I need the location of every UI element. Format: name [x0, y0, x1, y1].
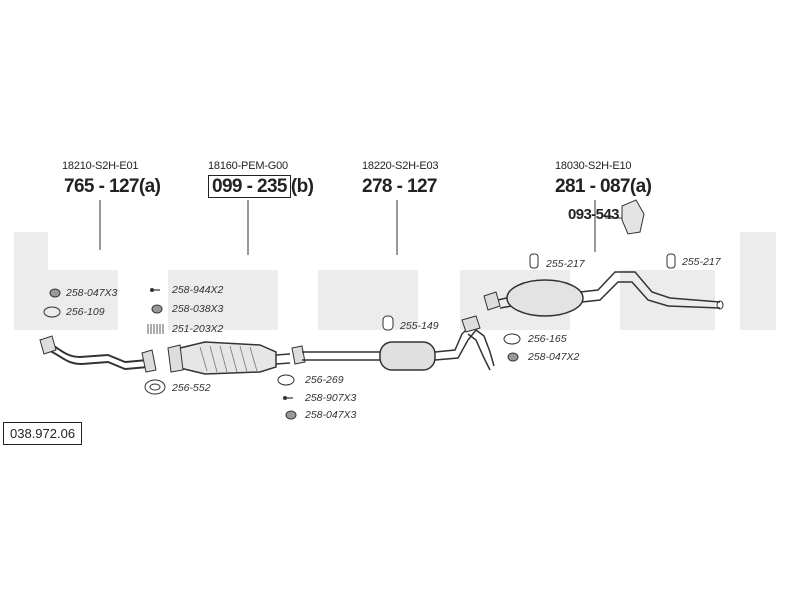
label-258-047x3-a: 258-047X3 — [66, 287, 118, 299]
part-number-4[interactable]: 281 - 087(a) — [555, 176, 652, 197]
label-256-109: 256-109 — [66, 306, 105, 318]
label-258-907x3: 258-907X3 — [305, 392, 357, 404]
oem-number-2: 18160-PEM-G00 — [208, 160, 288, 172]
rear-muffler — [506, 279, 584, 317]
label-251-203x2: 251-203X2 — [172, 323, 224, 335]
oem-number-4: 18030-S2H-E10 — [555, 160, 632, 172]
label-255-217-a: 255-217 — [546, 258, 585, 270]
center-pipe — [302, 351, 385, 361]
label-258-944x2: 258-944X2 — [172, 284, 224, 296]
label-258-047x2: 258-047X2 — [528, 351, 580, 363]
oem-number-3: 18220-S2H-E03 — [362, 160, 439, 172]
label-255-217-b: 255-217 — [682, 256, 721, 268]
part-number-2[interactable]: 099 - 235(b) — [208, 175, 314, 198]
center-muffler — [379, 341, 436, 371]
bracket-part-number[interactable]: 093-543 — [568, 206, 619, 223]
oem-number-1: 18210-S2H-E01 — [62, 160, 139, 172]
part-number-1[interactable]: 765 - 127(a) — [64, 176, 161, 197]
label-256-165: 256-165 — [528, 333, 567, 345]
label-258-038x3: 258-038X3 — [172, 303, 224, 315]
label-255-149: 255-149 — [400, 320, 439, 332]
diagram-number: 038.972.06 — [3, 422, 83, 445]
label-258-047x3-b: 258-047X3 — [305, 409, 357, 421]
part-number-3[interactable]: 278 - 127 — [362, 176, 437, 197]
bracket-icon — [621, 199, 645, 235]
catalytic-converter — [179, 341, 277, 375]
label-256-552: 256-552 — [172, 382, 211, 394]
label-256-269: 256-269 — [305, 374, 344, 386]
